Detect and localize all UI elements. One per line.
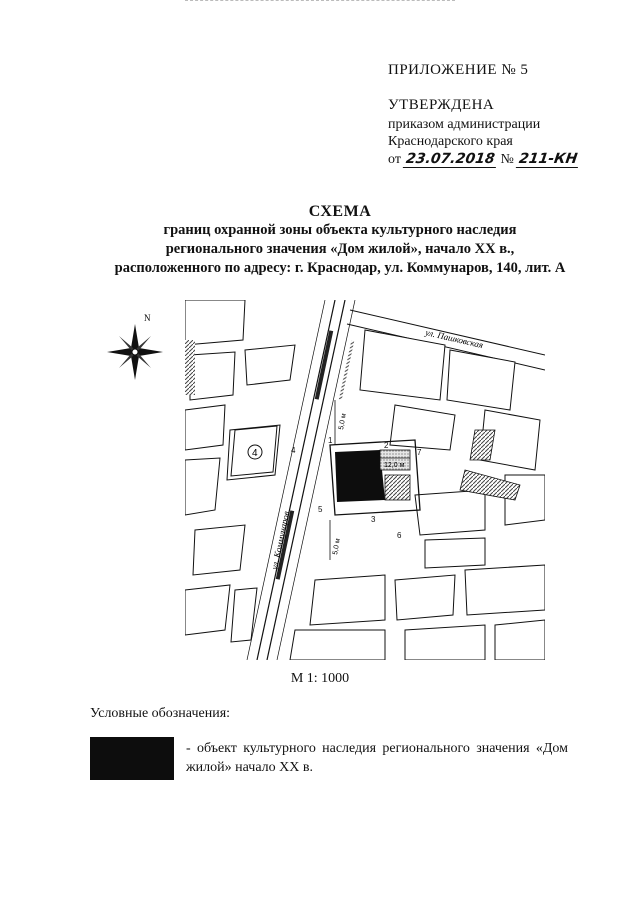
annex-label: ПРИЛОЖЕНИЕ № 5 (388, 62, 529, 78)
site-map: 4 ул. Пашковская ул. Коммунаров 5,0 м 12… (185, 300, 545, 660)
block-4: 4 (230, 425, 278, 477)
compass-rose-icon: N (107, 313, 163, 380)
boundary-point-3: 3 (371, 515, 376, 524)
order-prefix: от (388, 152, 401, 167)
title-line-3: регионального значения «Дом жилой», нача… (165, 241, 515, 257)
boundary-point-1: 1 (328, 436, 333, 445)
scan-top-edge (185, 0, 455, 1)
order-line-1: приказом администрации (388, 117, 541, 132)
boundary-point-2: 2 (384, 441, 389, 450)
title-line-2: границ охранной зоны объекта культурного… (163, 222, 517, 238)
boundary-point-5: 5 (318, 505, 323, 514)
boundary-point-6: 6 (397, 531, 402, 540)
order-date: 23.07.2018 (403, 151, 499, 168)
legend-title: Условные обозначения: (90, 706, 231, 721)
dimension-label-1: 5,0 м (338, 413, 348, 431)
boundary-point-4: 4 (291, 446, 296, 455)
order-line-2: Краснодарского края (388, 134, 513, 149)
boundary-point-7: 7 (417, 448, 422, 457)
compass-north-label: N (144, 313, 151, 323)
map-scale: М 1: 1000 (290, 671, 350, 686)
legend-item-text: - объект культурного наследия региональн… (186, 741, 568, 775)
legend-swatch-heritage-object (90, 737, 174, 780)
title-line-1: СХЕМА (308, 203, 372, 220)
title-line-4: расположенного по адресу: г. Краснодар, … (114, 260, 566, 276)
order-number: 211-КН (516, 151, 581, 168)
dimension-label-3: 5,0 м (332, 538, 342, 556)
protection-zone (329, 439, 421, 516)
document-title: СХЕМА границ охранной зоны объекта культ… (60, 202, 620, 278)
svg-text:4: 4 (252, 448, 258, 459)
order-number-sign: № (500, 152, 514, 167)
order-date-line: от 23.07.2018 № 211-КН (388, 151, 581, 168)
approved-label: УТВЕРЖДЕНА (388, 97, 495, 113)
street-kommunarov (246, 300, 356, 660)
dimension-label-2: 12,0 м (384, 462, 405, 469)
heritage-object (335, 450, 385, 502)
